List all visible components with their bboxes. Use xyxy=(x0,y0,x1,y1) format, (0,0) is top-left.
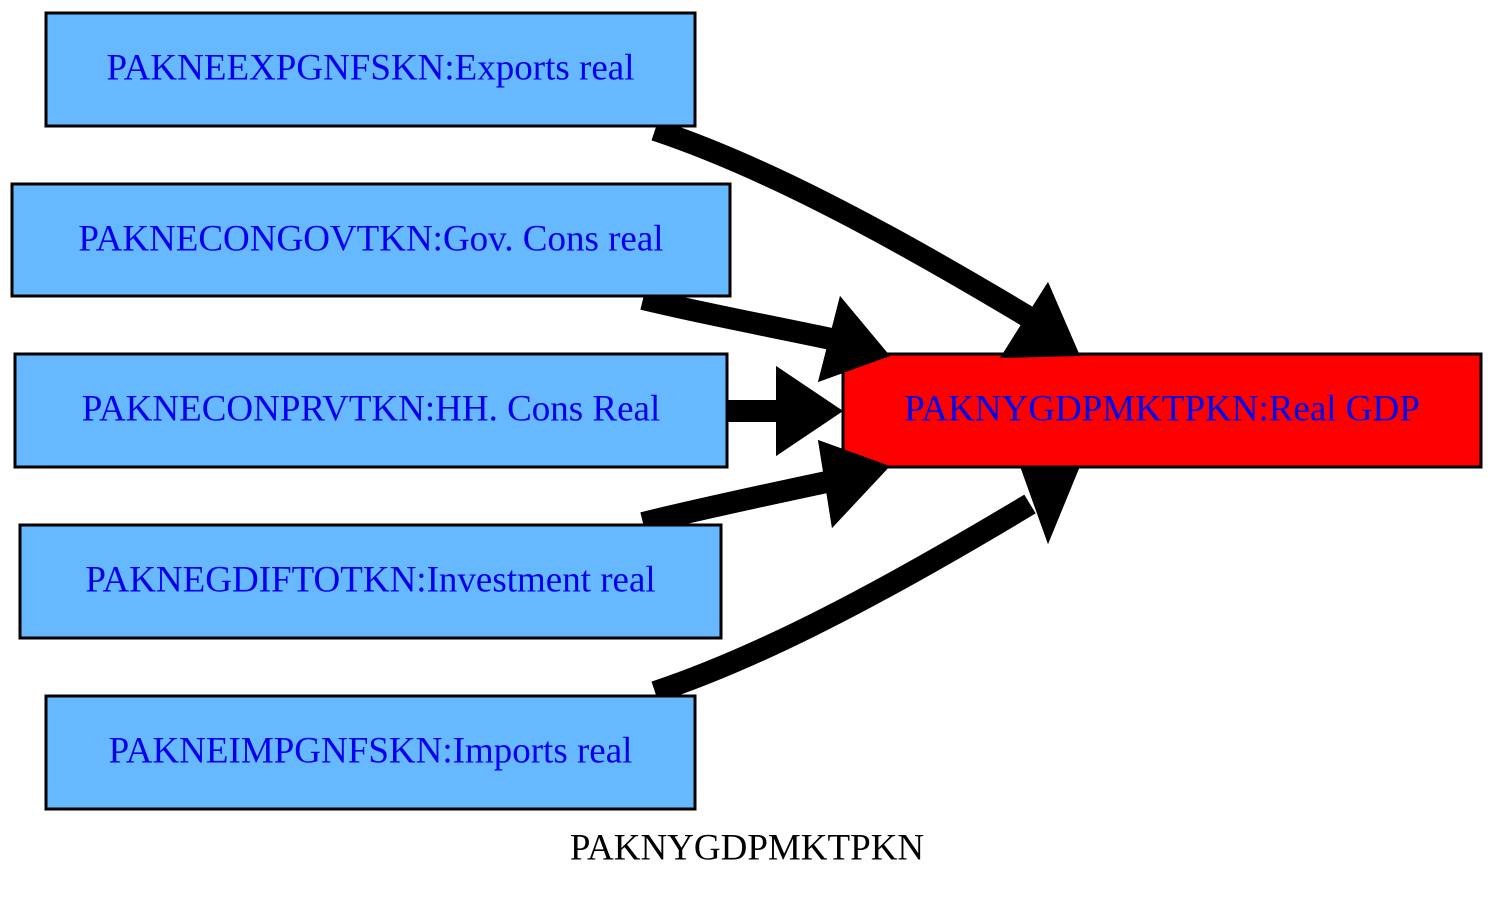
node-real-gdp[interactable]: PAKNYGDPMKTPKN:Real GDP xyxy=(841,352,1483,469)
node-imports-real[interactable]: PAKNEIMPGNFSKN:Imports real xyxy=(44,694,697,811)
edge-imports-to-gdp xyxy=(651,494,1036,703)
edge-invest-to-gdp xyxy=(640,469,839,534)
node-investment-real[interactable]: PAKNEGDIFTOTKN:Investment real xyxy=(18,523,723,640)
arrowhead-overlays xyxy=(776,282,1080,544)
graph-caption: PAKNYGDPMKTPKN xyxy=(570,827,924,868)
node-hh-cons-real[interactable]: PAKNECONPRVTKN:HH. Cons Real xyxy=(13,352,729,469)
node-label: PAKNEIMPGNFSKN:Imports real xyxy=(109,730,633,771)
node-label: PAKNYGDPMKTPKN:Real GDP xyxy=(904,388,1420,429)
node-exports-real[interactable]: PAKNEEXPGNFSKN:Exports real xyxy=(44,11,697,128)
node-label: PAKNECONGOVTKN:Gov. Cons real xyxy=(78,218,663,259)
edge-exports-to-gdp xyxy=(651,119,1036,328)
node-label: PAKNECONPRVTKN:HH. Cons Real xyxy=(82,388,660,429)
node-label: PAKNEGDIFTOTKN:Investment real xyxy=(85,559,655,600)
node-label: PAKNEEXPGNFSKN:Exports real xyxy=(107,47,635,88)
edge-gov-to-gdp xyxy=(640,288,839,351)
node-gov-cons-real[interactable]: PAKNECONGOVTKN:Gov. Cons real xyxy=(10,182,732,298)
